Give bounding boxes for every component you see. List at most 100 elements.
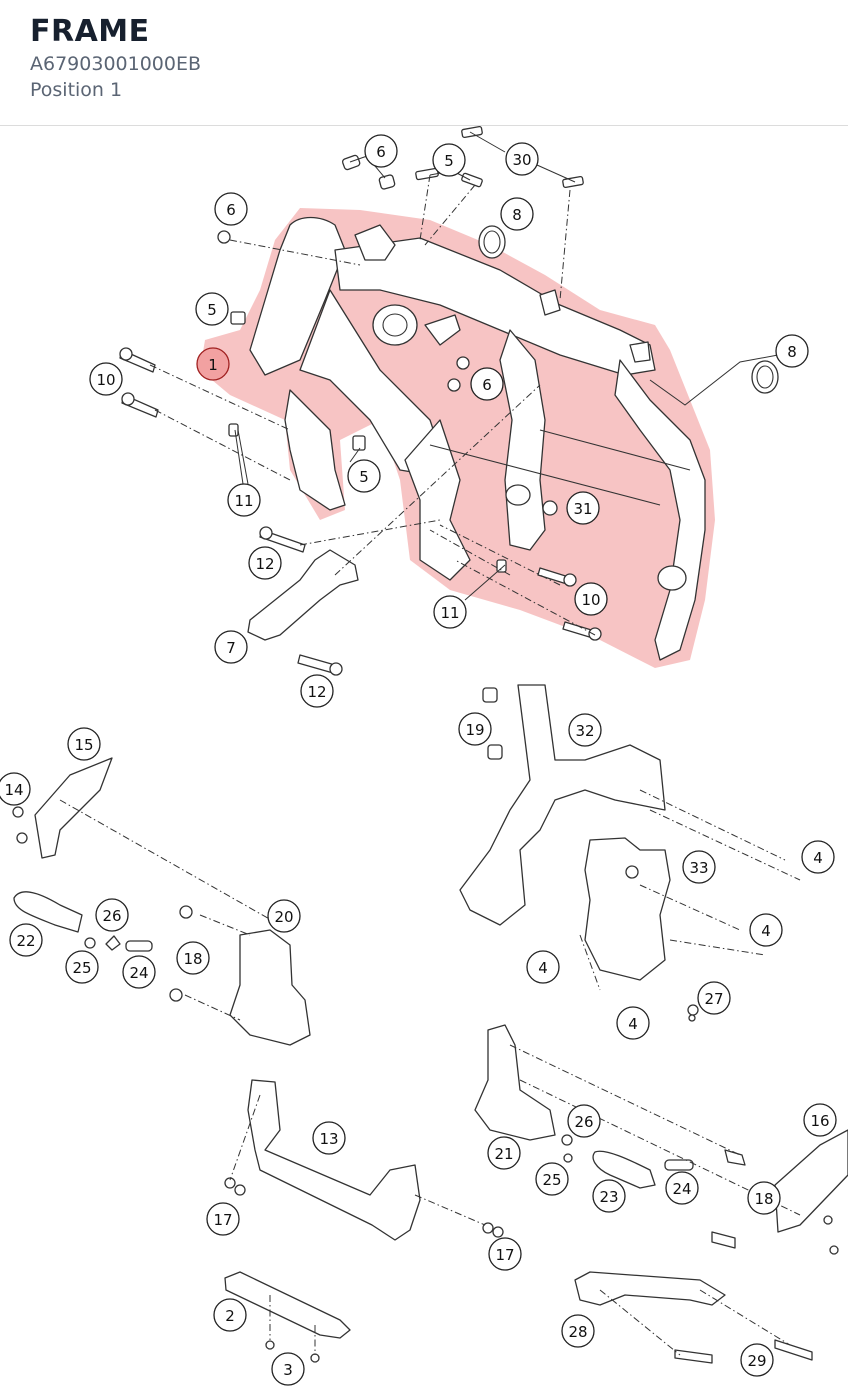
callout-7[interactable]: 7 [214,630,248,664]
callout-circle[interactable] [803,1103,837,1137]
callout-21[interactable]: 21 [487,1136,521,1170]
callout-5[interactable]: 5 [195,292,229,326]
callout-4[interactable]: 4 [526,950,560,984]
callout-circle[interactable] [214,630,248,664]
callout-10[interactable]: 10 [574,582,608,616]
callout-circle[interactable] [775,334,809,368]
callout-5[interactable]: 5 [347,459,381,493]
callout-24[interactable]: 24 [122,955,156,989]
callout-circle[interactable] [740,1343,774,1377]
callout-15[interactable]: 15 [67,727,101,761]
callout-circle[interactable] [89,362,123,396]
callout-16[interactable]: 16 [803,1103,837,1137]
callout-circle[interactable] [697,981,731,1015]
callout-circle[interactable] [432,143,466,177]
callout-circle[interactable] [567,1104,601,1138]
callout-label: 27 [704,990,723,1008]
callout-29[interactable]: 29 [740,1343,774,1377]
callout-circle[interactable] [526,950,560,984]
callout-11[interactable]: 11 [227,483,261,517]
callout-circle[interactable] [561,1314,595,1348]
callout-6[interactable]: 6 [364,134,398,168]
callout-circle[interactable] [458,712,492,746]
callout-20[interactable]: 20 [267,899,301,933]
callout-circle[interactable] [227,483,261,517]
callout-circle[interactable] [535,1162,569,1196]
callout-26[interactable]: 26 [567,1104,601,1138]
callout-32[interactable]: 32 [568,713,602,747]
callout-33[interactable]: 33 [682,850,716,884]
callout-circle[interactable] [665,1171,699,1205]
callout-4[interactable]: 4 [616,1006,650,1040]
callout-circle[interactable] [487,1136,521,1170]
callout-circle[interactable] [0,772,31,806]
callout-circle[interactable] [568,713,602,747]
callout-23[interactable]: 23 [592,1179,626,1213]
callout-24[interactable]: 24 [665,1171,699,1205]
callout-12[interactable]: 12 [248,546,282,580]
callout-circle[interactable] [364,134,398,168]
callout-circle[interactable] [749,913,783,947]
callout-circle[interactable] [801,840,835,874]
callout-circle[interactable] [433,595,467,629]
callout-19[interactable]: 19 [458,712,492,746]
callout-circle[interactable] [195,292,229,326]
callout-circle[interactable] [271,1352,305,1386]
callout-circle[interactable] [300,674,334,708]
callout-4[interactable]: 4 [749,913,783,947]
callout-18[interactable]: 18 [747,1181,781,1215]
callout-circle[interactable] [95,898,129,932]
callout-circle[interactable] [67,727,101,761]
callout-17[interactable]: 17 [206,1202,240,1236]
callout-30[interactable]: 30 [505,142,539,176]
callout-circle[interactable] [213,1298,247,1332]
callout-17[interactable]: 17 [488,1237,522,1271]
callout-6[interactable]: 6 [470,367,504,401]
callout-circle[interactable] [196,347,230,381]
callout-22[interactable]: 22 [9,923,43,957]
callout-11[interactable]: 11 [433,595,467,629]
callout-circle[interactable] [206,1202,240,1236]
callout-circle[interactable] [616,1006,650,1040]
callout-10[interactable]: 10 [89,362,123,396]
callout-8[interactable]: 8 [500,197,534,231]
callout-circle[interactable] [176,941,210,975]
callout-label: 7 [226,639,236,657]
callout-14[interactable]: 14 [0,772,31,806]
callout-12[interactable]: 12 [300,674,334,708]
callout-8[interactable]: 8 [775,334,809,368]
callout-circle[interactable] [747,1181,781,1215]
callout-circle[interactable] [122,955,156,989]
callout-label: 33 [689,859,708,877]
callout-circle[interactable] [505,142,539,176]
callout-28[interactable]: 28 [561,1314,595,1348]
callout-circle[interactable] [682,850,716,884]
callout-circle[interactable] [500,197,534,231]
callout-circle[interactable] [267,899,301,933]
callout-circle[interactable] [347,459,381,493]
callout-27[interactable]: 27 [697,981,731,1015]
callout-26[interactable]: 26 [95,898,129,932]
callout-circle[interactable] [488,1237,522,1271]
callout-circle[interactable] [214,192,248,226]
callout-circle[interactable] [248,546,282,580]
callout-25[interactable]: 25 [65,950,99,984]
callout-13[interactable]: 13 [312,1121,346,1155]
callout-2[interactable]: 2 [213,1298,247,1332]
callout-5[interactable]: 5 [432,143,466,177]
callout-label: 21 [494,1145,513,1163]
callout-4[interactable]: 4 [801,840,835,874]
callout-25[interactable]: 25 [535,1162,569,1196]
callout-circle[interactable] [592,1179,626,1213]
callout-1[interactable]: 1 [196,347,230,381]
callout-circle[interactable] [566,491,600,525]
callout-circle[interactable] [9,923,43,957]
callout-circle[interactable] [65,950,99,984]
callout-circle[interactable] [470,367,504,401]
callout-6[interactable]: 6 [214,192,248,226]
callout-circle[interactable] [312,1121,346,1155]
callout-18[interactable]: 18 [176,941,210,975]
callout-31[interactable]: 31 [566,491,600,525]
callout-circle[interactable] [574,582,608,616]
callout-3[interactable]: 3 [271,1352,305,1386]
